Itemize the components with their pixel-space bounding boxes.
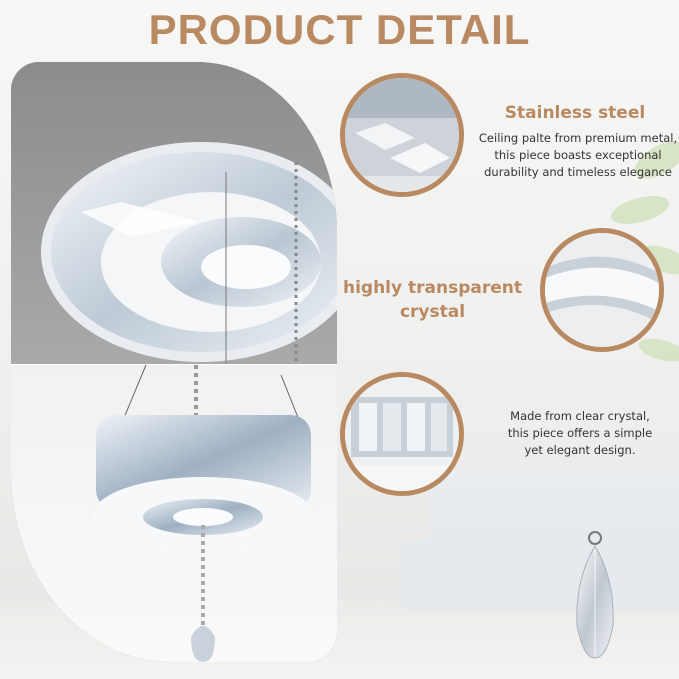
chandelier-photo — [11, 62, 337, 662]
photo-top — [11, 62, 337, 662]
crystal-closeup-icon — [345, 377, 459, 491]
crystal-ring-icon — [545, 233, 659, 347]
top-ring-crystal-icon — [41, 142, 337, 365]
feature-heading-stainless-steel: Stainless steel — [504, 103, 646, 123]
feature-description-stainless-steel: Ceiling palte from premium metal, this p… — [478, 131, 678, 179]
ceiling-plate-detail — [340, 73, 464, 197]
sofa-seat — [400, 540, 679, 610]
crystal-closeup-detail — [340, 372, 464, 496]
crystal-drop-icon — [576, 531, 614, 659]
crystal-ring-detail — [540, 228, 664, 352]
page-title: PRODUCT DETAIL — [148, 6, 531, 53]
stainless-plate-icon — [345, 78, 459, 192]
full-chandelier-icon — [93, 364, 313, 662]
feature-description-clear-crystal: Made from clear crystal, this piece offe… — [507, 409, 653, 457]
feature-heading-crystal: highly transparent crystal — [342, 278, 522, 322]
photo-bottom — [11, 364, 337, 662]
